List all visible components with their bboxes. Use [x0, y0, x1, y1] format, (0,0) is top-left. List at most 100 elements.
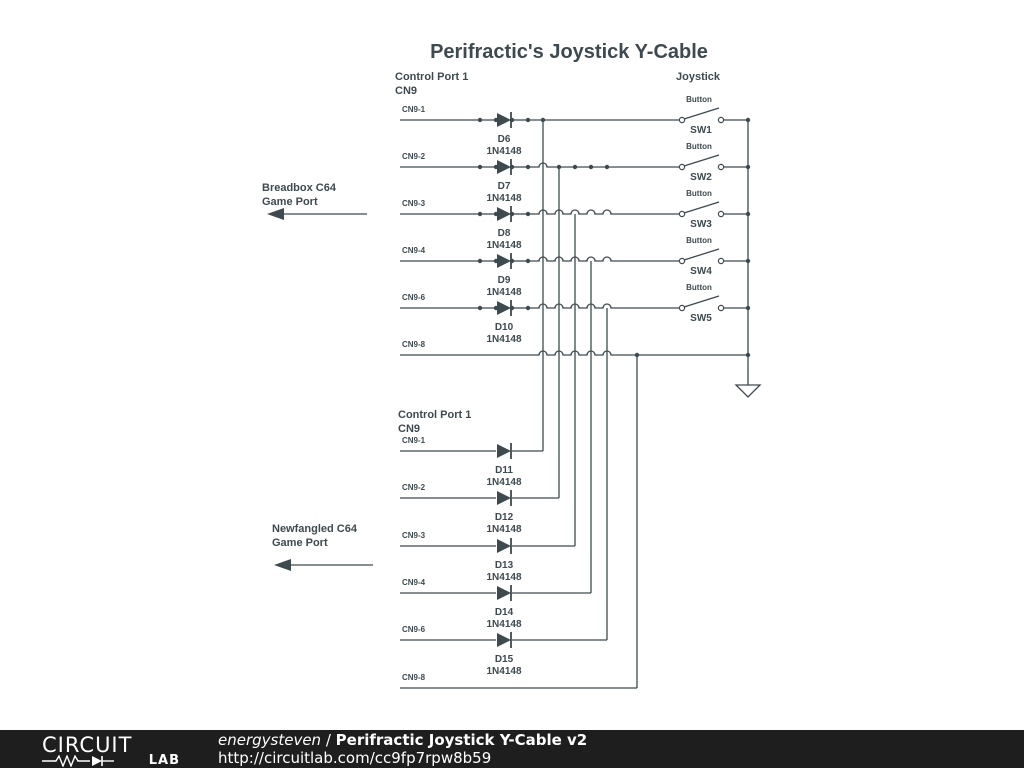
- switch-contact: [678, 257, 686, 265]
- switch-contact: [678, 116, 686, 124]
- diode-d8-part: 1N4148: [486, 240, 521, 251]
- pin-label: CN9-8: [402, 673, 426, 682]
- ground-triangle: [734, 384, 762, 398]
- circuitlab-logo[interactable]: CIRCUIT LAB: [42, 733, 182, 768]
- switch-contact: [717, 304, 725, 312]
- switch-lever: [683, 248, 720, 261]
- joystick-label: Joystick: [676, 71, 721, 83]
- junction-dot: [477, 164, 483, 170]
- junction-dot: [745, 352, 751, 358]
- diode-logo-icon: [92, 756, 114, 766]
- diode-body: [497, 113, 511, 127]
- diode-d10-part: 1N4148: [486, 334, 521, 345]
- switch-contact: [678, 210, 686, 218]
- diode-d6-part: 1N4148: [486, 146, 521, 157]
- diode-d9-part: 1N4148: [486, 287, 521, 298]
- switch-contact: [678, 304, 686, 312]
- junction-dot: [572, 164, 578, 170]
- diode-icon: [497, 112, 512, 128]
- diode-d10-name: D10: [495, 322, 514, 333]
- diode-icon: [497, 490, 512, 506]
- switch-name: SW1: [690, 125, 712, 136]
- pin-label: CN9-6: [402, 625, 426, 634]
- diode-icon: [497, 300, 512, 316]
- wire: [528, 256, 680, 262]
- switch-type: Button: [686, 95, 712, 104]
- credit-text: energysteven / Perifractic Joystick Y-Ca…: [218, 731, 587, 767]
- diode-d15-name: D15: [495, 654, 514, 665]
- diode-d8-name: D8: [498, 228, 511, 239]
- diode-d13-name: D13: [495, 560, 514, 571]
- breadbox-label-line1: Breadbox C64: [262, 182, 337, 194]
- switch-type: Button: [686, 142, 712, 151]
- pin-label: CN9-1: [402, 436, 426, 445]
- junction-dot: [588, 164, 594, 170]
- junction-dot: [477, 117, 483, 123]
- schematic-title: Perifractic's Joystick Y-Cable: [430, 41, 708, 63]
- switch-contact: [717, 257, 725, 265]
- arrow-left-icon: [267, 208, 367, 220]
- pin-label: CN9-8: [402, 340, 426, 349]
- switch-name: SW4: [690, 266, 712, 277]
- junction-dot: [477, 258, 483, 264]
- diode-body: [497, 444, 511, 458]
- diode-icon: [497, 253, 512, 269]
- diode-body: [497, 254, 511, 268]
- switch-name: SW2: [690, 172, 712, 183]
- junction-dot: [604, 164, 610, 170]
- diode-d15-part: 1N4148: [486, 666, 521, 677]
- diode-d6-name: D6: [498, 134, 511, 145]
- switch-type: Button: [686, 236, 712, 245]
- project-url[interactable]: http://circuitlab.com/cc9fp7rpw8b59: [218, 749, 492, 767]
- diode-body: [497, 207, 511, 221]
- pin-label: CN9-3: [402, 531, 426, 540]
- diode-d13-part: 1N4148: [486, 572, 521, 583]
- circuit-schematic: Perifractic's Joystick Y-Cable Control P…: [262, 41, 762, 689]
- switch-lever: [683, 107, 720, 120]
- switch-lever: [683, 201, 720, 214]
- diode-d12-part: 1N4148: [486, 524, 521, 535]
- pin-label: CN9-4: [402, 578, 426, 587]
- diode-body: [497, 586, 511, 600]
- newfangled-label-line1: Newfangled C64: [272, 523, 358, 535]
- switch-type: Button: [686, 189, 712, 198]
- switch-name: SW5: [690, 313, 712, 324]
- switch-contact: [717, 210, 725, 218]
- switch-lever: [683, 295, 720, 308]
- breadbox-label-line2: Game Port: [262, 196, 318, 208]
- components: CN9-1CN9-2CN9-3CN9-4CN9-6CN9-8D61N4148D7…: [402, 95, 762, 682]
- ground-icon: [734, 384, 762, 398]
- wire: [528, 162, 680, 168]
- switch-icon: [678, 154, 725, 171]
- diode-icon: [497, 585, 512, 601]
- diode-d11-name: D11: [495, 465, 513, 476]
- diode-d11-part: 1N4148: [486, 477, 521, 488]
- switch-contact: [717, 163, 725, 171]
- diode-d7-part: 1N4148: [486, 193, 521, 204]
- logo-text-lab: LAB: [148, 753, 180, 768]
- wiring: [400, 117, 751, 689]
- switch-lever: [683, 154, 720, 167]
- diode-d14-name: D14: [495, 607, 514, 618]
- wire: [528, 303, 680, 309]
- pin-label: CN9-3: [402, 199, 426, 208]
- pin-label: CN9-4: [402, 246, 426, 255]
- junction-dot: [477, 211, 483, 217]
- diode-d14-part: 1N4148: [486, 619, 521, 630]
- diode-body: [497, 539, 511, 553]
- port2-label-line2: CN9: [398, 423, 420, 435]
- footer-bar: CIRCUIT LAB energysteven / Perifractic J…: [0, 730, 1024, 768]
- switch-contact: [678, 163, 686, 171]
- diode-d7-name: D7: [498, 181, 511, 192]
- diode-icon: [497, 159, 512, 175]
- pin-label: CN9-2: [402, 483, 426, 492]
- port1-label-line2: CN9: [395, 85, 417, 97]
- logo-text-circuit: CIRCUIT: [42, 733, 133, 757]
- switch-icon: [678, 248, 725, 265]
- diode-body: [497, 301, 511, 315]
- switch-type: Button: [686, 283, 712, 292]
- author-name[interactable]: energysteven: [218, 731, 322, 749]
- diode-icon: [497, 443, 512, 459]
- wire: [534, 350, 748, 356]
- project-name[interactable]: Perifractic Joystick Y-Cable v2: [335, 731, 588, 749]
